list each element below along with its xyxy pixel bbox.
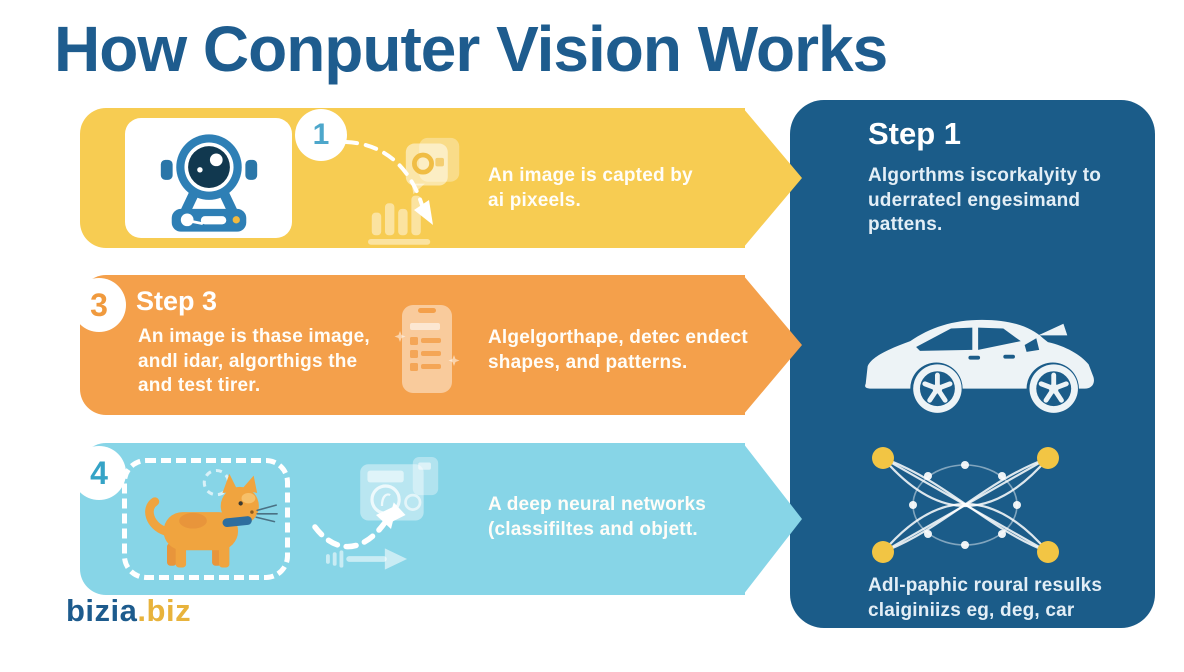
brand-tld: .biz <box>137 593 192 628</box>
banner-step1: 1 An image is capted by ai pixeels. <box>80 108 802 248</box>
photo-stack-icon <box>405 137 460 195</box>
webcam-card <box>125 118 292 238</box>
neural-network-illustration <box>872 447 1059 563</box>
step-number-badge-4: 4 <box>72 446 126 500</box>
cat-illustration <box>145 468 278 568</box>
bar-chart-icon <box>368 195 431 245</box>
step1-result-caption: Adl-paphic roural resulks claiginiizs eg… <box>868 575 1103 621</box>
step1-description: Algorthms iscorkalyity to uderratecl eng… <box>868 165 1102 236</box>
banner-step4: 4 <box>72 443 802 595</box>
banner3-text: A deep neural networks (classifiltes and… <box>488 494 707 540</box>
step-number-badge-3: 3 <box>72 278 126 332</box>
page-title: How Conputer Vision Works <box>54 13 888 85</box>
step1-heading: Step 1 <box>868 116 962 151</box>
step1-panel: Step 1 Algorthms iscorkalyity to uderrat… <box>790 100 1155 628</box>
polaroid-camera-icon <box>360 457 439 525</box>
dashed-curved-arrow-icon <box>344 140 433 225</box>
banner-step3: 3 Step 3 An image is thase image, andl i… <box>72 275 802 415</box>
car-illustration <box>865 319 1094 413</box>
striped-arrow-icon <box>326 548 408 570</box>
brand-logo: bizia.biz <box>66 593 191 629</box>
banner1-text: An image is capted by ai pixeels. <box>488 165 693 211</box>
brand-name: bizia <box>66 593 138 628</box>
step3-description: An image is thase image, andl idar, algo… <box>138 326 370 397</box>
phone-checklist-icon <box>394 305 460 393</box>
banner2-text: Algelgorthape, detec endect shapes, and … <box>488 327 748 373</box>
detection-bounding-box <box>122 458 290 580</box>
step-number-badge-1: 1 <box>295 109 347 161</box>
webcam-icon <box>160 134 257 232</box>
step3-heading: Step 3 <box>136 286 218 316</box>
